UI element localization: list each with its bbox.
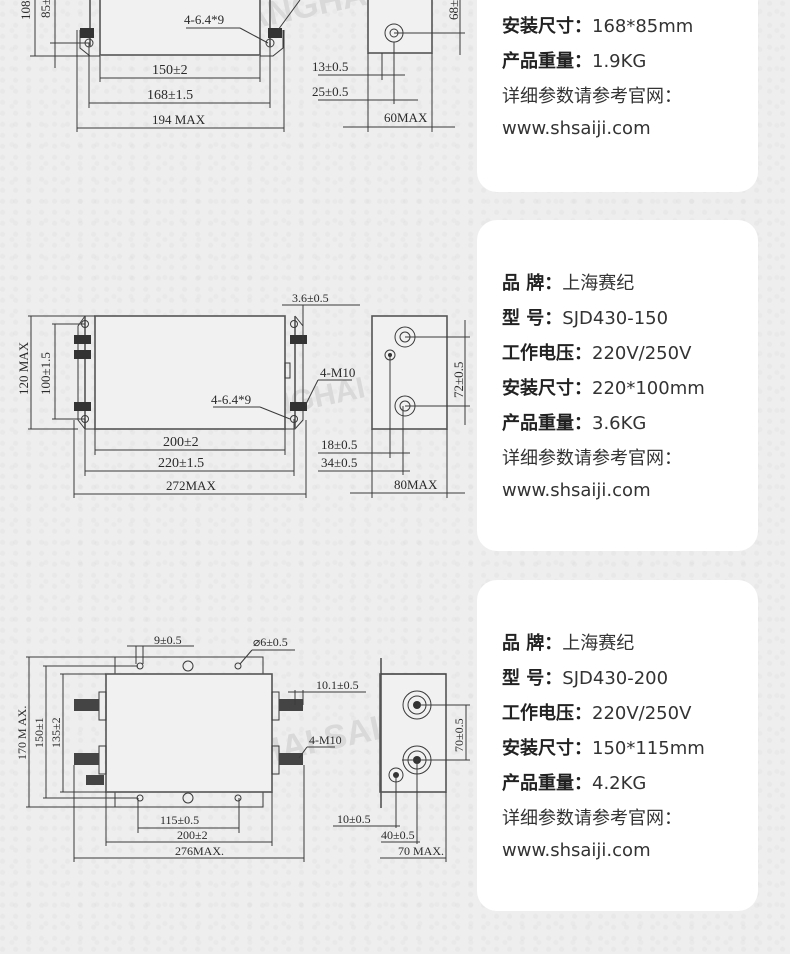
dim-label: 115±0.5: [160, 813, 199, 827]
spec-row-model: 型 号：SJD430-200: [502, 661, 758, 696]
spec-value: SJD430-150: [562, 308, 669, 329]
dim-label: 168±1.5: [147, 88, 193, 103]
dim-label: 150±1: [32, 717, 46, 748]
spec-row-weight: 产品重量：4.2KG: [502, 766, 758, 801]
spec-row-brand: 品 牌：上海赛纪: [502, 626, 758, 661]
dim-label: 85±1: [38, 0, 53, 18]
spec-row-size: 安装尺寸：220*100mm: [502, 371, 758, 406]
dim-label: 10±0.5: [337, 812, 371, 826]
spec-label: 安装尺寸：: [502, 738, 592, 759]
spec-value: 上海赛纪: [562, 633, 635, 654]
spec-value: 220*100mm: [592, 378, 705, 399]
dim-label: 200±2: [163, 435, 199, 450]
dim-label: 4-6.4*9: [211, 392, 251, 407]
dim-label: 72±0.5: [451, 362, 466, 398]
spec-label: 工作电压：: [502, 703, 592, 724]
spec-label: 品 牌：: [502, 633, 563, 654]
spec-label: 产品重量：: [502, 773, 592, 794]
dim-label: 25±0.5: [312, 84, 348, 99]
spec-row-voltage: 工作电压：220V/250V: [502, 336, 758, 371]
dim-label: 220±1.5: [158, 456, 204, 471]
spec-label: 安装尺寸：: [502, 16, 592, 37]
dim-label: 40±0.5: [381, 828, 415, 842]
dim-label: 100±1.5: [38, 352, 53, 395]
spec-label: 安装尺寸：: [502, 378, 592, 399]
spec-value: 3.6KG: [592, 413, 647, 434]
spec-card-product-1: 安装尺寸：168*85mm 产品重量：1.9KG 详细参数请参考官网： www.…: [477, 0, 758, 192]
dim-label: 9±0.5: [154, 633, 182, 647]
spec-card-product-2: 品 牌：上海赛纪 型 号：SJD430-150 工作电压：220V/250V 安…: [477, 220, 758, 551]
spec-row-size: 安装尺寸：168*85mm: [502, 9, 758, 44]
spec-row-voltage: 工作电压：220V/250V: [502, 696, 758, 731]
spec-card-product-3: 品 牌：上海赛纪 型 号：SJD430-200 工作电压：220V/250V 安…: [477, 580, 758, 911]
spec-label: 型 号：: [502, 308, 563, 329]
spec-value: 220V/250V: [592, 343, 692, 364]
spec-value: SJD430-200: [562, 668, 669, 689]
spec-value: 220V/250V: [592, 703, 692, 724]
website-link[interactable]: www.shsaiji.com: [502, 840, 651, 861]
dim-label: 4-M10: [309, 733, 342, 747]
website-label: 详细参数请参考官网：: [502, 808, 682, 829]
spec-value: 1.9KG: [592, 51, 647, 72]
dim-label: ⌀6±0.5: [253, 635, 288, 649]
dim-label: 170 M AX.: [15, 706, 29, 760]
drawing-product-2: SHANGHAI SAIJI 120 MAX 100±1.5 3.6±0.5 4…: [0, 280, 470, 500]
spec-label: 品 牌：: [502, 273, 563, 294]
dim-label: 70 MAX.: [398, 844, 444, 858]
dim-label: 10.1±0.5: [316, 678, 359, 692]
spec-row-brand: 品 牌：上海赛纪: [502, 266, 758, 301]
dim-label: 70±0.5: [452, 718, 466, 752]
spec-row-model: 型 号：SJD430-150: [502, 301, 758, 336]
spec-label: 产品重量：: [502, 51, 592, 72]
dim-label: 4-6.4*9: [184, 12, 224, 27]
spec-value: 4.2KG: [592, 773, 647, 794]
dim-label: 276MAX.: [175, 844, 224, 858]
dim-label: 272MAX: [166, 478, 216, 493]
dim-label: 135±2: [49, 717, 63, 748]
dim-label: 18±0.5: [321, 437, 357, 452]
dim-label: 80MAX: [394, 477, 438, 492]
spec-row-size: 安装尺寸：150*115mm: [502, 731, 758, 766]
dim-label: 150±2: [152, 63, 188, 78]
website-link[interactable]: www.shsaiji.com: [502, 480, 651, 501]
spec-label: 工作电压：: [502, 343, 592, 364]
drawing-product-3: SHANGHAI SAIJI 9±0.5 ⌀6±0.5 10.1±0.5 170…: [0, 620, 470, 870]
website-label: 详细参数请参考官网：: [502, 448, 682, 469]
dim-label: 3.6±0.5: [292, 291, 329, 305]
dim-label: 34±0.5: [321, 455, 357, 470]
dim-label: 60MAX: [384, 110, 428, 125]
spec-label: 产品重量：: [502, 413, 592, 434]
spec-row-weight: 产品重量：1.9KG: [502, 44, 758, 79]
spec-row-weight: 产品重量：3.6KG: [502, 406, 758, 441]
website-link[interactable]: www.shsaiji.com: [502, 118, 651, 139]
dim-label: 13±0.5: [312, 59, 348, 74]
spec-value: 150*115mm: [592, 738, 705, 759]
dim-label: 4-M10: [320, 365, 355, 380]
website-label: 详细参数请参考官网：: [502, 86, 682, 107]
dim-label: 120 MAX: [16, 341, 31, 395]
spec-label: 型 号：: [502, 668, 563, 689]
dim-label: 200±2: [177, 828, 208, 842]
spec-value: 168*85mm: [592, 16, 694, 37]
dim-label: 194 MAX: [152, 112, 206, 127]
dim-label: 108MAX: [18, 0, 33, 20]
spec-value: 上海赛纪: [562, 273, 635, 294]
drawing-product-1: SHANGHAI SAIJI 108MAX 85±1 4-6.4*9 150±2…: [0, 0, 470, 140]
dim-label: 68±0.5: [446, 0, 461, 20]
